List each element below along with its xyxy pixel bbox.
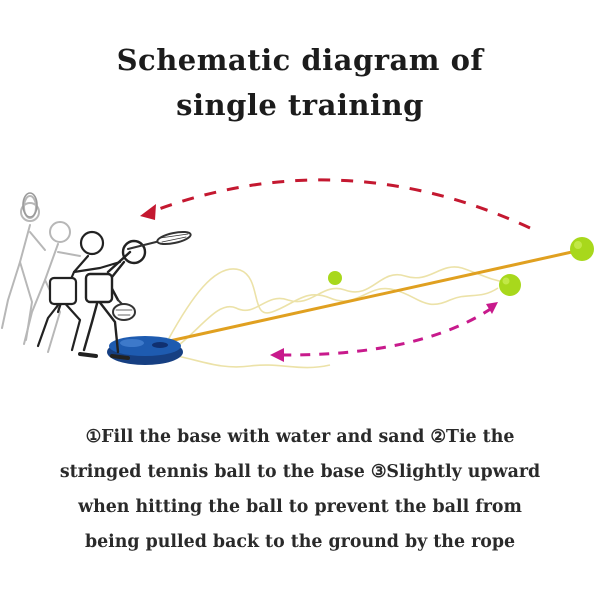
training-illustration: [1, 178, 594, 369]
lower-arc-arrow: [270, 302, 498, 362]
upper-arc-arrow: [140, 178, 531, 230]
title-line-1: Schematic diagram of: [116, 43, 484, 77]
diagram-title: Schematic diagram of single training: [0, 38, 600, 128]
tennis-ball-icon: [499, 274, 521, 296]
ball-trajectory-lines: [167, 266, 506, 369]
caption-line-2: stringed tennis ball to the base ③Slight…: [59, 462, 541, 482]
tennis-ball-icon: [328, 271, 342, 285]
title-line-2: single training: [176, 88, 424, 122]
caption-line-4: being pulled back to the ground by the r…: [84, 532, 516, 552]
instructions-caption: ①Fill the base with water and sand ②Tie …: [0, 420, 600, 560]
caption-line-3: when hitting the ball to prevent the bal…: [78, 497, 522, 517]
tennis-player-icon: [1, 192, 192, 360]
caption-line-1: ①Fill the base with water and sand ②Tie …: [85, 427, 515, 447]
tennis-ball-icon: [570, 237, 594, 261]
elastic-rope: [164, 250, 573, 344]
